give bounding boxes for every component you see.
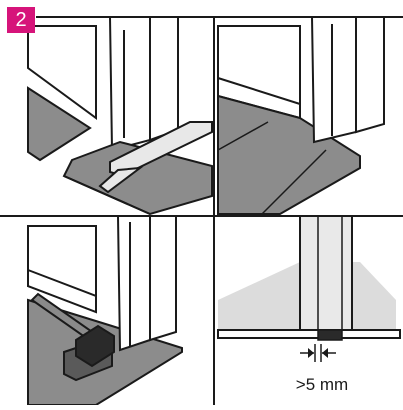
hammer-head xyxy=(75,324,115,368)
arrow-left-icon xyxy=(322,348,328,358)
door-jamb xyxy=(108,16,151,152)
new-floor-plank xyxy=(62,140,213,216)
plank-seam-line xyxy=(261,149,327,215)
panel-3-hammer-tap xyxy=(27,215,183,406)
gap-spacer xyxy=(317,329,343,341)
plank-edge-line xyxy=(63,175,151,215)
door-jamb-shading xyxy=(299,215,353,335)
new-floor-plank xyxy=(217,94,361,215)
door-casing xyxy=(149,215,177,342)
baseboard xyxy=(27,268,97,314)
arrow-right-icon xyxy=(308,348,314,358)
panel-4-expansion-gap xyxy=(217,215,401,362)
undercut-saw-guide xyxy=(109,121,213,178)
wall-surface xyxy=(27,25,97,120)
floor-plank-cross-section xyxy=(217,329,401,339)
door-jamb xyxy=(116,215,151,352)
plank-seam-line xyxy=(217,121,269,151)
panel-1-saw-guide xyxy=(27,16,213,216)
expansion-gap-label: >5 mm xyxy=(295,375,349,394)
existing-floor-plank xyxy=(27,86,92,162)
door-jamb xyxy=(310,16,357,144)
door-casing xyxy=(355,16,385,134)
saw-handle xyxy=(98,166,144,194)
panel-2-plank-under-frame xyxy=(217,16,385,215)
step-number-badge: 2 xyxy=(7,7,35,33)
door-casing xyxy=(149,16,179,142)
